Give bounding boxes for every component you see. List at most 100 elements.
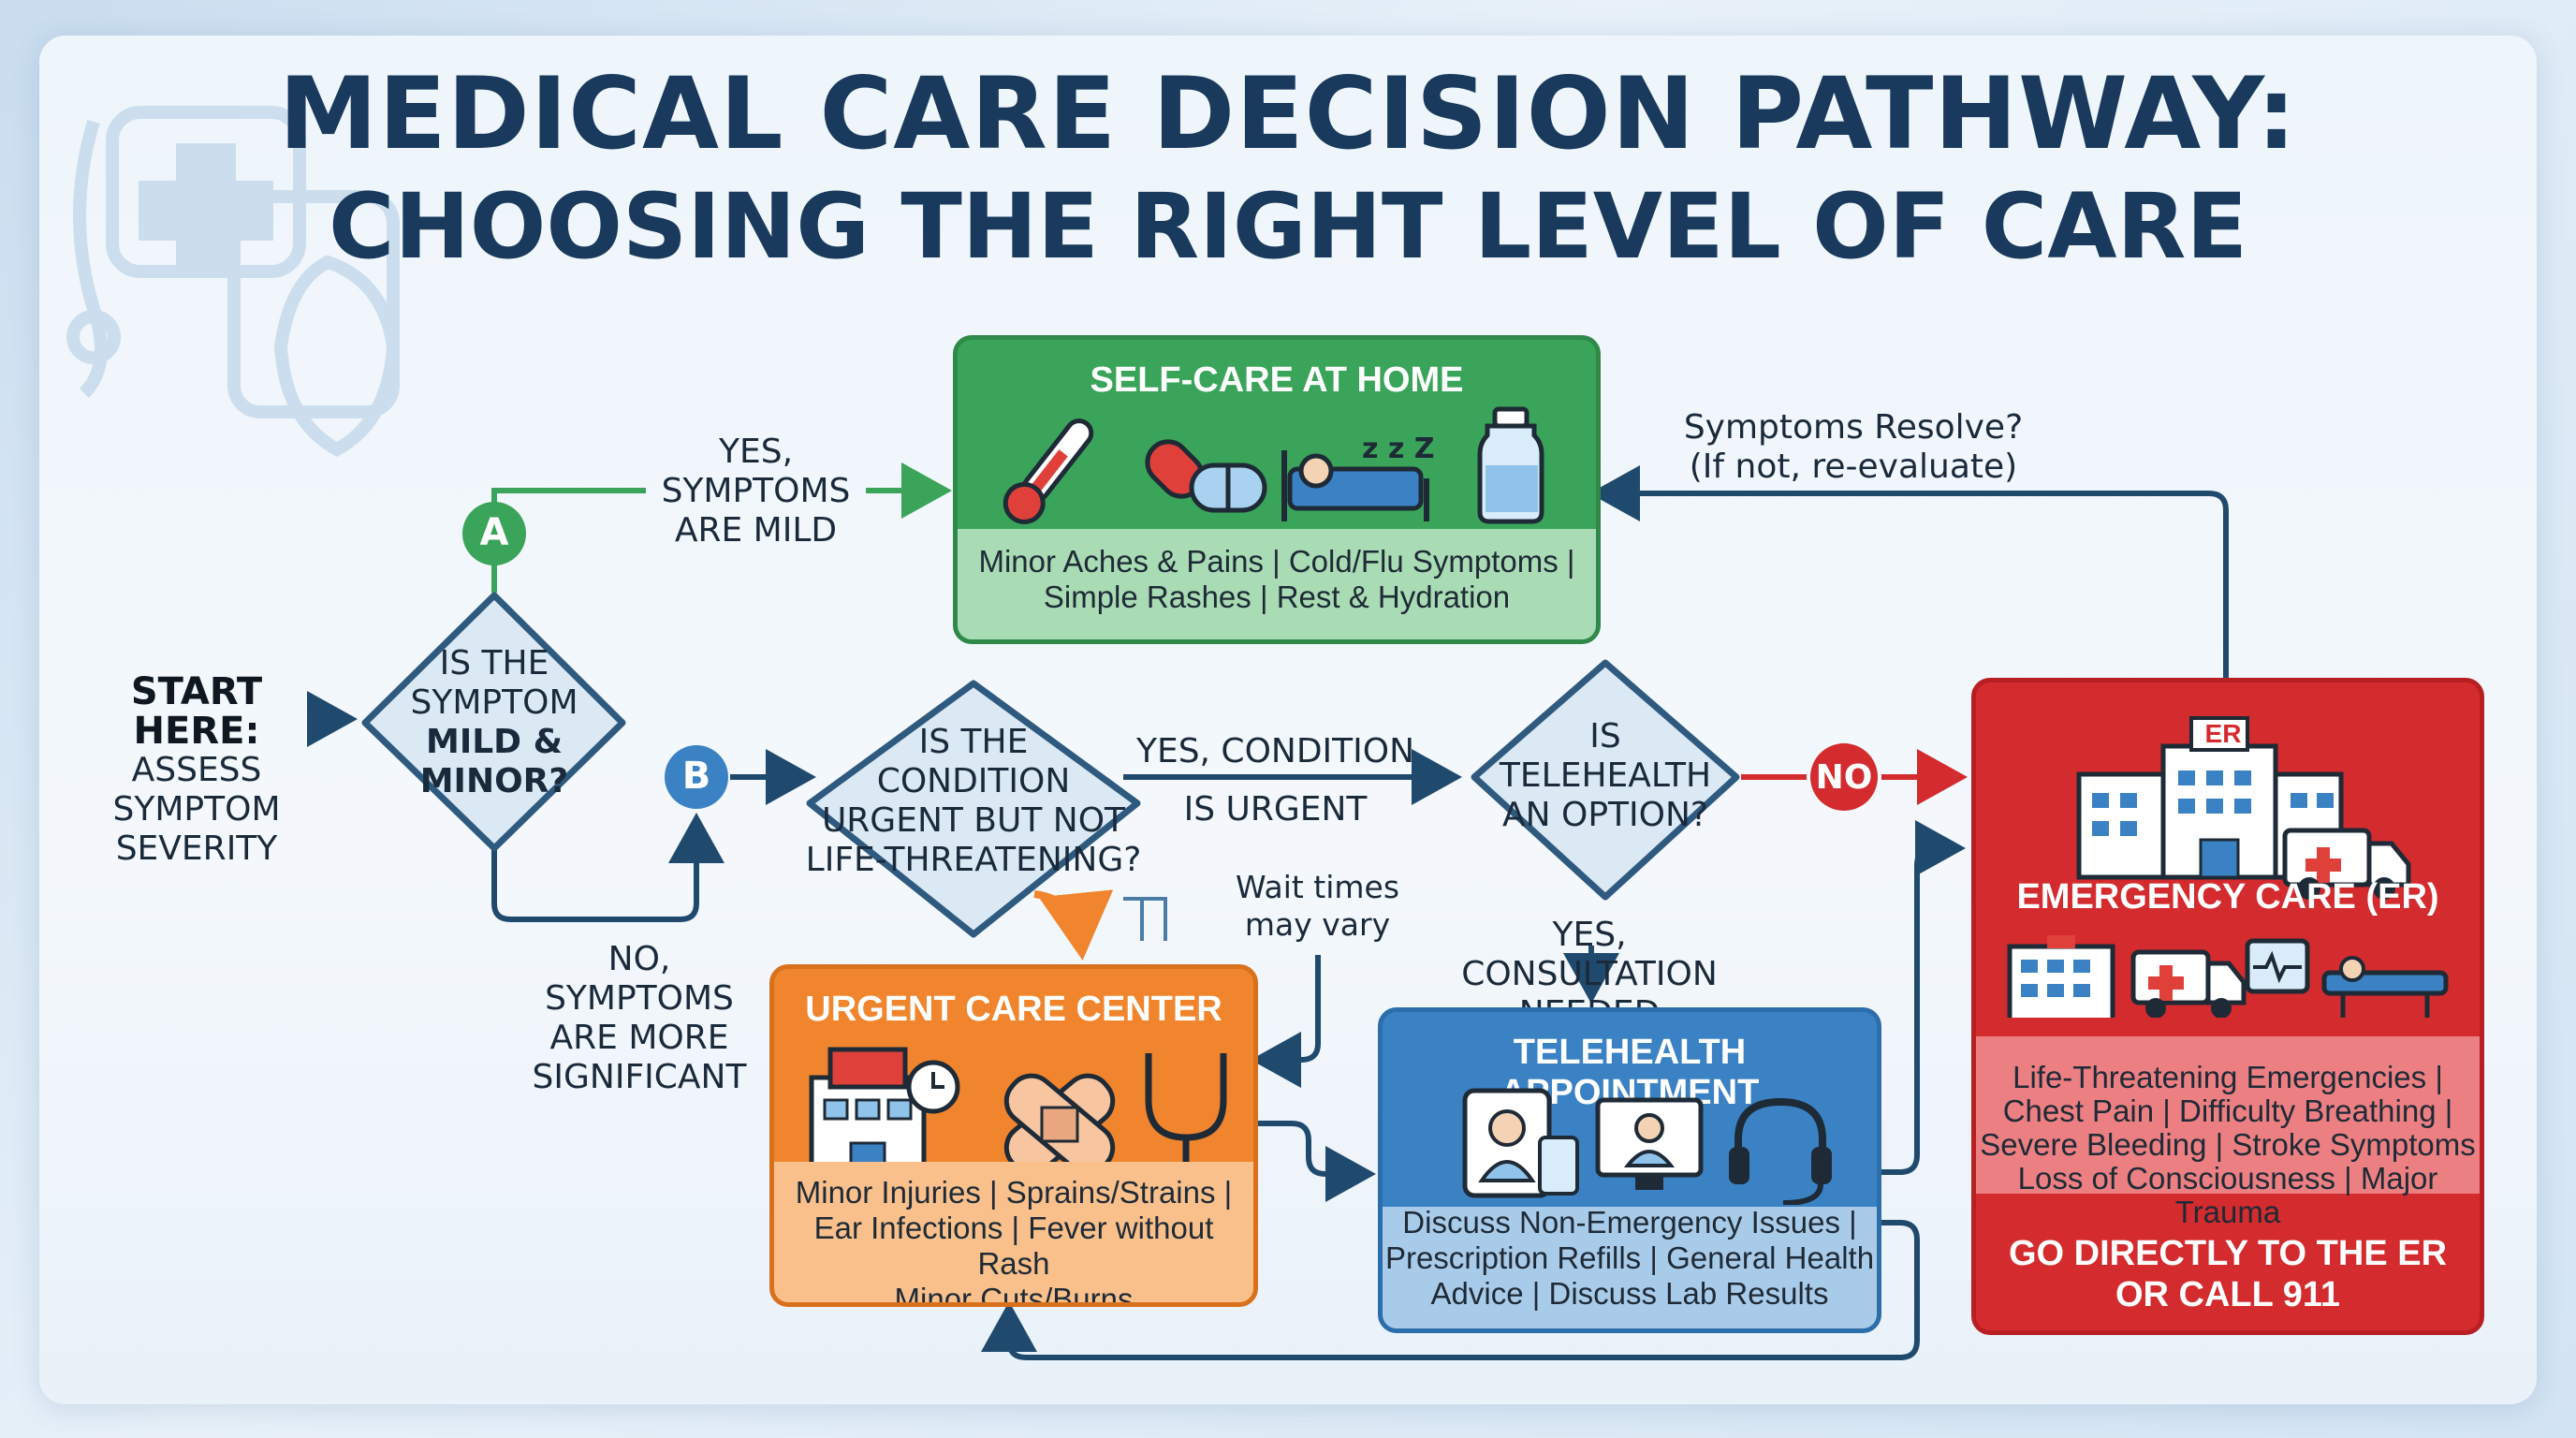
decision-mild-line-2: SYMPTOM [410,683,578,722]
telehealth-desc-bg [1383,1207,1877,1328]
label-resolve-1: Symptoms Resolve? [1683,408,2024,447]
arrow-loop-back [981,1220,1920,1360]
arrow-to-urgent-care [1033,889,1114,961]
decision-mild-line-1: IS THE [439,644,549,682]
background-medical-icons [66,106,401,457]
urgent-care-desc-2: Ear Infections | Fever without Rash [813,1211,1214,1281]
self-care-title: SELF-CARE AT HOME [1090,360,1464,400]
decision-telehealth-line-1: IS [1589,717,1621,756]
decision-urgent-diamond [806,680,1141,938]
telehealth-desc-2: Prescription Refills | General Health [1384,1240,1875,1275]
self-care-desc-bg [958,529,1596,639]
label-yes-mild-3: ARE MILD [674,511,838,550]
telehealth-desc: Discuss Non-Emergency Issues | Prescript… [1383,1205,1877,1312]
decision-mild-diamond [361,592,626,852]
decision-urgent-line-4: LIFE-THREATENING? [805,841,1142,879]
marker-b: B [681,755,711,798]
ambulance-small-icon [2130,949,2247,1018]
start-line-1: ASSESS [131,751,262,789]
label-yes-mild: YES, SYMPTOMS ARE MILD [646,433,866,550]
telehealth-box: TELEHEALTH APPOINTMENT Discuss Non-Emerg… [1378,1007,1881,1333]
decision-mild-text: IS THE SYMPTOM MILD & MINOR? [382,644,607,801]
emergency-icons: ER [2007,716,2449,1018]
start-heading: START HERE: [130,670,263,753]
tablet-doctor-icon [1462,1088,1579,1198]
label-yes-urgent-1: YES, CONDITION [1135,732,1415,770]
start-line-2: SYMPTOM [112,790,281,829]
self-care-box: SELF-CARE AT HOME z z Z Minor [953,335,1601,644]
label-resolve-2: (If not, re-evaluate) [1689,448,2018,486]
emergency-title: EMERGENCY CARE (ER) [2016,877,2439,917]
emergency-box: ER [1971,678,2484,1335]
ambulance-icon [2282,828,2411,900]
emergency-desc-bg [1976,1036,2480,1194]
clinic-building-icon [809,1047,960,1183]
hospital-icon [2076,716,2344,880]
decision-mild-line-4: MINOR? [419,762,569,800]
er-sign: ER [2205,719,2242,748]
telehealth-desc-1: Discuss Non-Emergency Issues | [1402,1205,1857,1240]
emergency-desc-3: Severe Bleeding | Stroke Symptoms [1980,1127,2476,1162]
emergency-cta: GO DIRECTLY TO THE ER OR CALL 911 [1976,1233,2480,1315]
label-no-significant-1: NO, SYMPTOMS [545,940,734,1018]
arrow-no-significant [491,813,724,922]
emergency-desc-4: Loss of Consciousness | Major Trauma [2017,1161,2438,1229]
label-yes-mild-1: YES, [718,433,794,471]
urgent-care-desc-1: Minor Injuries | Sprains/Strains | [795,1175,1233,1210]
emergency-desc-1: Life-Threatening Emergencies | [2012,1060,2443,1094]
telehealth-icons [1462,1088,1832,1205]
urgent-care-icons [809,1047,1227,1184]
label-wait-times-1: Wait times [1235,869,1400,905]
decision-urgent-line-3: URGENT BUT NOT [821,801,1126,840]
label-no-significant: NO, SYMPTOMS ARE MORE SIGNIFICANT [513,940,766,1097]
video-call-icon [1595,1097,1704,1190]
label-wait-times: Wait times may vary [1217,869,1418,944]
marker-b-circle [665,745,728,809]
emergency-cta-1: GO DIRECTLY TO THE ER [2008,1234,2448,1273]
headset-icon [1729,1097,1832,1205]
emergency-desc: Life-Threatening Emergencies | Chest Pai… [1976,1061,2480,1229]
self-care-desc-2: Simple Rashes | Rest & Hydration [1043,580,1511,614]
label-consultation-1: YES, CONSULTATION [1461,916,1718,993]
pill-icon [1145,439,1267,513]
self-care-desc-1: Minor Aches & Pains | Cold/Flu Symptoms … [978,544,1575,579]
label-resolve: Symptoms Resolve? (If not, re-evaluate) [1666,408,2041,487]
hospital-small-icon [2007,935,2115,1018]
marker-no-circle [1810,743,1878,811]
arrow-urgent-to-telehealth [1254,1121,1376,1202]
bandage-icon [1003,1073,1116,1176]
self-care-desc: Minor Aches & Pains | Cold/Flu Symptoms … [958,544,1596,615]
sleep-icon [1281,450,1429,521]
marker-a: A [479,511,509,554]
urgent-care-desc-3: Minor Cuts/Burns [894,1282,1134,1307]
decision-telehealth-line-3: AN OPTION? [1501,796,1709,834]
start-line-3: SEVERITY [115,829,278,868]
decision-urgent-text: IS THE CONDITION URGENT BUT NOT LIFE-THR… [805,723,1142,880]
decision-telehealth-text: IS TELEHEALTH AN OPTION? [1474,717,1736,835]
self-care-icons: z z Z [1003,406,1544,524]
urgent-care-box: URGENT CARE CENTER Minor Injuries | Spra… [769,964,1258,1307]
marker-no: NO [1815,758,1873,797]
decision-urgent-line-2: CONDITION [876,762,1071,800]
arrow-resolve [1589,465,2229,679]
stretcher-icon [2321,956,2449,1018]
label-yes-mild-2: SYMPTOMS [661,472,851,510]
heart-monitor-icon [2245,938,2310,994]
arrow-telehealth-to-er [1877,820,1966,1175]
marker-a-circle [462,502,526,565]
decision-telehealth-line-2: TELEHEALTH [1499,756,1712,795]
arrow-wait-times [1251,955,1321,1088]
urgent-care-desc: Minor Injuries | Sprains/Strains | Ear I… [774,1175,1253,1307]
urgent-care-desc-bg [774,1162,1253,1302]
water-bottle-icon [1477,406,1544,524]
label-yes-urgent-2: IS URGENT [1183,790,1368,829]
thermometer-icon [1003,418,1094,524]
decision-telehealth-diamond [1471,659,1740,901]
page-subtitle: CHOOSING THE RIGHT LEVEL OF CARE [328,174,2248,279]
urgent-care-title: URGENT CARE CENTER [805,990,1222,1029]
label-no-significant-3: SIGNIFICANT [532,1058,747,1096]
decision-urgent-line-1: IS THE [918,723,1029,761]
decision-mild-line-3: MILD & [426,723,563,761]
label-wait-times-2: may vary [1244,906,1391,943]
